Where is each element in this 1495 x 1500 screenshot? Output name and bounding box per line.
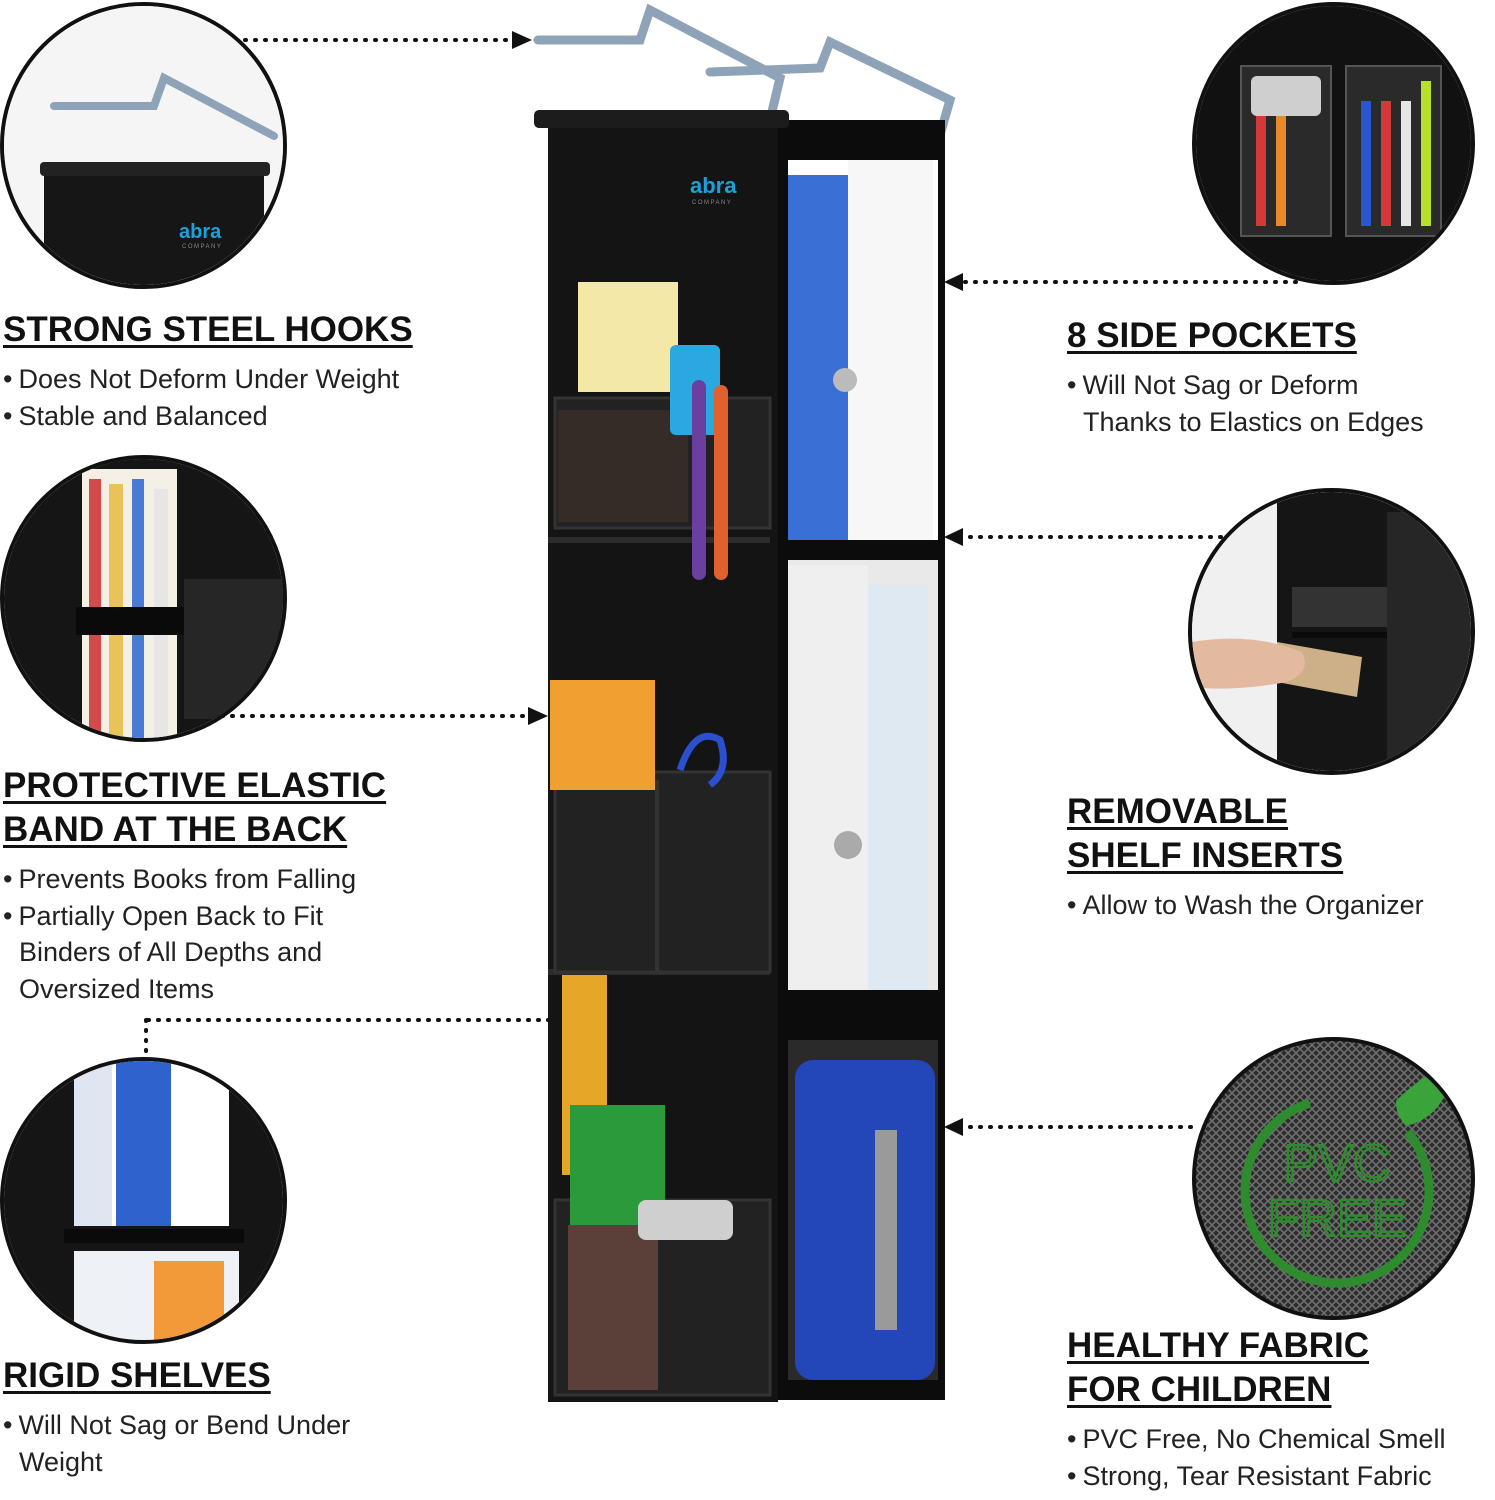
- shelf-inserts-detail-circle: [1188, 488, 1475, 775]
- fabric-bullets: PVC Free, No Chemical Smell Strong, Tear…: [1067, 1421, 1446, 1495]
- shelves-bullet-1-cont: Weight: [19, 1446, 103, 1477]
- hanger-hook-icon: [533, 3, 956, 140]
- elastic-bullets: Prevents Books from Falling Partially Op…: [3, 861, 356, 1007]
- svg-text:COMPANY: COMPANY: [182, 244, 222, 250]
- pockets-bullet-1-cont: Thanks to Elastics on Edges: [1083, 406, 1424, 437]
- elastic-bullet-2-cont-2: Oversized Items: [19, 973, 215, 1004]
- rigid-shelves-detail-circle: [0, 1057, 287, 1344]
- hooks-bullet-1: Does Not Deform Under Weight: [3, 361, 399, 398]
- elastic-bullet-1: Prevents Books from Falling: [3, 861, 356, 898]
- inserts-bullet-1: Allow to Wash the Organizer: [1067, 887, 1423, 924]
- fabric-title-line1: HEALTHY FABRIC: [1067, 1326, 1370, 1365]
- hooks-title: STRONG STEEL HOOKS: [3, 310, 413, 349]
- inserts-bullets: Allow to Wash the Organizer: [1067, 887, 1423, 924]
- hanging-organizer-illustration: abra COMPANY: [533, 3, 956, 1402]
- badge-free: FREE: [1268, 1190, 1407, 1248]
- fabric-bullet-1: PVC Free, No Chemical Smell: [1067, 1421, 1445, 1458]
- svg-text:abra: abra: [179, 221, 222, 243]
- hooks-detail-circle: abra COMPANY: [0, 2, 287, 289]
- inserts-title-line2: SHELF INSERTS: [1067, 836, 1344, 875]
- pockets-title: 8 SIDE POCKETS: [1067, 316, 1357, 355]
- fabric-bullet-2: Strong, Tear Resistant Fabric: [1067, 1458, 1446, 1495]
- shelves-bullets: Will Not Sag or Bend Under Weight: [3, 1407, 350, 1480]
- elastic-title-line2: BAND AT THE BACK: [3, 810, 348, 849]
- svg-text:COMPANY: COMPANY: [692, 200, 732, 206]
- elastic-title-line1: PROTECTIVE ELASTIC: [3, 766, 387, 805]
- shelves-bullet-1: Will Not Sag or Bend Under: [3, 1407, 350, 1444]
- healthy-fabric-detail-circle: PVC FREE: [1192, 1037, 1475, 1320]
- hooks-bullets: Does Not Deform Under Weight Stable and …: [3, 361, 399, 434]
- fabric-title-line2: FOR CHILDREN: [1067, 1370, 1332, 1409]
- shelves-title: RIGID SHELVES: [3, 1356, 271, 1395]
- pockets-bullet-1: Will Not Sag or Deform: [1067, 367, 1424, 404]
- brand-logo: abra: [690, 173, 737, 198]
- elastic-bullet-2: Partially Open Back to Fit: [3, 898, 356, 935]
- side-pockets-detail-circle: [1192, 2, 1475, 285]
- hooks-bullet-2: Stable and Balanced: [3, 398, 399, 435]
- elastic-band-detail-circle: [0, 455, 287, 742]
- inserts-title-line1: REMOVABLE: [1067, 792, 1289, 831]
- pockets-bullets: Will Not Sag or Deform Thanks to Elastic…: [1067, 367, 1424, 440]
- elastic-bullet-2-cont-1: Binders of All Depths and: [19, 937, 323, 967]
- badge-pvc: PVC: [1284, 1135, 1391, 1193]
